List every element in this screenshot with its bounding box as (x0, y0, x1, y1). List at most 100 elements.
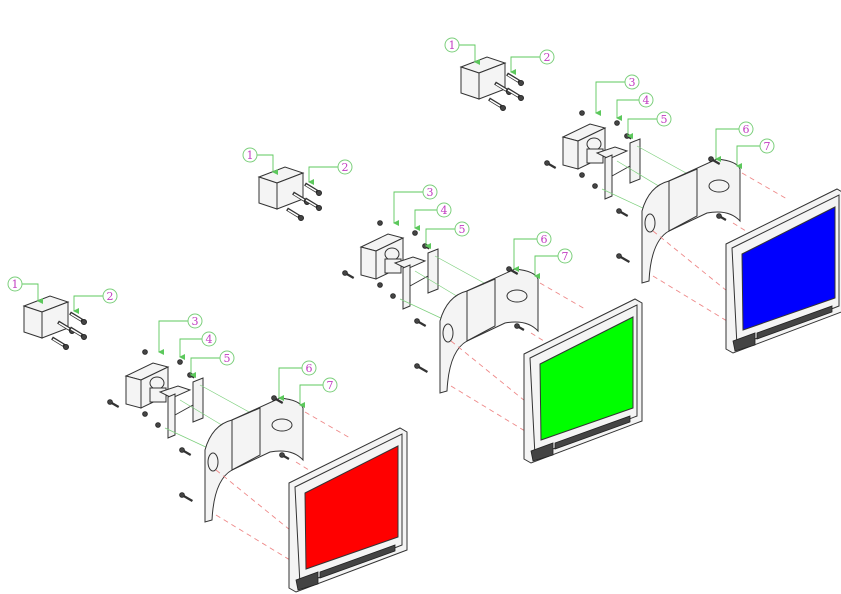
swivel-arm (149, 387, 167, 403)
bracket-back-plate (668, 168, 698, 232)
monitor-speaker (295, 571, 319, 591)
anchor-nut (518, 94, 525, 101)
vesa-plate-right (427, 248, 439, 294)
alignment-line (652, 230, 728, 292)
monitor-speaker (530, 442, 554, 462)
leader-line (616, 99, 639, 121)
anchor-bolt-body (507, 74, 519, 82)
hinge (595, 146, 629, 160)
monitor-screw-head (279, 452, 285, 458)
side-screw-head (544, 160, 550, 166)
callout-number: 7 (562, 250, 569, 263)
leader-line (190, 357, 220, 378)
vesa-plate-left (402, 264, 411, 310)
alignment-line (304, 411, 351, 439)
callout-balloon (322, 377, 338, 393)
anchor-bolt-body (70, 313, 82, 321)
anchor-bolt-body (58, 322, 70, 330)
leader-line (73, 295, 103, 314)
side-screw-head (342, 270, 348, 276)
swivel-joint (384, 247, 400, 261)
callout-balloon (337, 159, 353, 175)
anchor-nut (81, 318, 88, 325)
top-screw-head (377, 220, 383, 226)
callout-number: 4 (441, 204, 448, 217)
anchor-nut (81, 333, 88, 340)
swivel-arm (586, 148, 604, 164)
bracket-slot (271, 418, 293, 432)
leader-line (299, 384, 323, 408)
leader-line (534, 255, 558, 279)
monitor-screw-head (506, 266, 512, 272)
leader-line (414, 209, 437, 231)
callout-balloon (638, 92, 654, 108)
monitor-speaker (732, 332, 756, 352)
callout-number: 6 (743, 123, 750, 136)
callout-balloon (187, 313, 203, 329)
anchor-bolt-body (52, 338, 64, 346)
bracket-slot (708, 179, 730, 193)
monitor-screw-head (716, 213, 722, 219)
plate-screw-head (624, 133, 630, 139)
anchor-bolt-body (305, 184, 317, 192)
callout-number: 3 (427, 186, 434, 199)
monitor-control-bar (756, 305, 833, 340)
leader-line (158, 320, 188, 355)
leader-line (278, 367, 302, 401)
callout-balloon (454, 221, 470, 237)
anchor-bolt-body (293, 193, 305, 201)
monitor-screw-head (616, 253, 622, 259)
monitor-inner-bezel (294, 433, 403, 586)
callout-number: 5 (661, 113, 668, 126)
leader-line (513, 238, 537, 272)
callout-balloon (219, 350, 235, 366)
callout-number: 6 (541, 233, 548, 246)
anchor-bolt-body (495, 83, 507, 91)
callout-number: 6 (306, 362, 313, 375)
leader-line (627, 118, 657, 139)
anchor-bolt-body (305, 199, 317, 207)
anchor-bolt-body (287, 209, 299, 217)
bracket-back-plate (231, 407, 261, 471)
anchor-nut (63, 343, 70, 350)
alignment-line (741, 172, 788, 200)
leader-line (715, 128, 739, 162)
callout-number: 2 (342, 161, 349, 174)
anchor-nut (500, 104, 507, 111)
monitor-inner-bezel (731, 194, 840, 347)
bracket-slot (207, 452, 219, 472)
bracket-slot (442, 323, 454, 343)
callout-number: 1 (247, 149, 254, 162)
callout-number: 3 (192, 315, 199, 328)
anchor-nut (298, 214, 305, 221)
leader-line (510, 56, 540, 75)
leader-line (393, 191, 423, 226)
wall-plate-side (258, 176, 278, 210)
callout-number: 7 (327, 379, 334, 392)
cap-screw-head (177, 359, 183, 365)
callout-balloon (422, 184, 438, 200)
alignment-line (450, 385, 526, 432)
arm-block-side (562, 136, 579, 170)
monitor-screw-head (179, 447, 185, 453)
wall-plate-side (460, 66, 480, 100)
hinge (393, 256, 427, 270)
plate-screw-head (592, 183, 598, 189)
cap-screw-head (412, 230, 418, 236)
wall-plate-side (23, 305, 43, 339)
callout-balloon (738, 121, 754, 137)
callout-balloon (536, 231, 552, 247)
arm-block-side (125, 375, 142, 409)
leader-line (179, 338, 202, 360)
leader-line (308, 166, 338, 185)
swivel-joint (149, 376, 165, 390)
anchor-nut (316, 204, 323, 211)
callout-balloon (557, 248, 573, 264)
vesa-plate-link (174, 404, 194, 416)
monitor-screen (304, 445, 399, 570)
callout-balloon (444, 37, 460, 53)
alignment-line (450, 340, 526, 402)
